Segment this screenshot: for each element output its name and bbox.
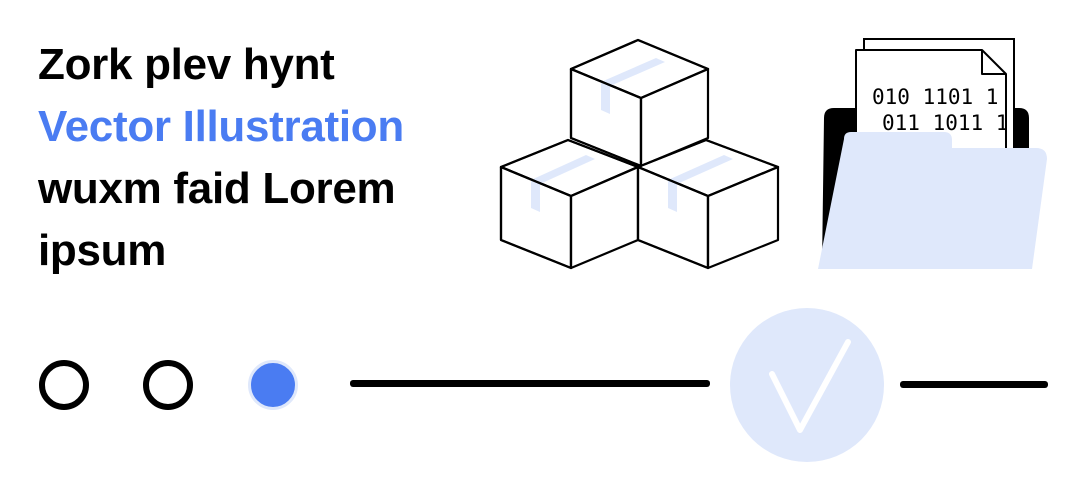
step-2-indicator bbox=[143, 360, 193, 410]
binary-row-1: 010 1101 1 bbox=[872, 85, 998, 109]
progress-line bbox=[350, 380, 710, 387]
checkmark-circle-icon bbox=[730, 308, 884, 462]
headline-line-3: wuxm faid Lorem bbox=[38, 164, 396, 213]
progress-tracker bbox=[0, 300, 1087, 480]
step-3-indicator-active bbox=[248, 360, 298, 410]
binary-row-2: 011 1011 1 bbox=[882, 111, 1008, 135]
headline: Zork plev hynt Vector Illustration wuxm … bbox=[38, 34, 498, 282]
step-1-indicator bbox=[39, 360, 89, 410]
headline-line-4: ipsum bbox=[38, 226, 167, 275]
headline-line-1: Zork plev hynt bbox=[38, 40, 335, 89]
progress-line-end bbox=[900, 381, 1048, 388]
headline-line-2: Vector Illustration bbox=[38, 102, 404, 151]
binary-file-folder-icon: 010 1101 1 011 1011 1 bbox=[818, 38, 1047, 269]
stacked-boxes-icon bbox=[499, 38, 780, 270]
